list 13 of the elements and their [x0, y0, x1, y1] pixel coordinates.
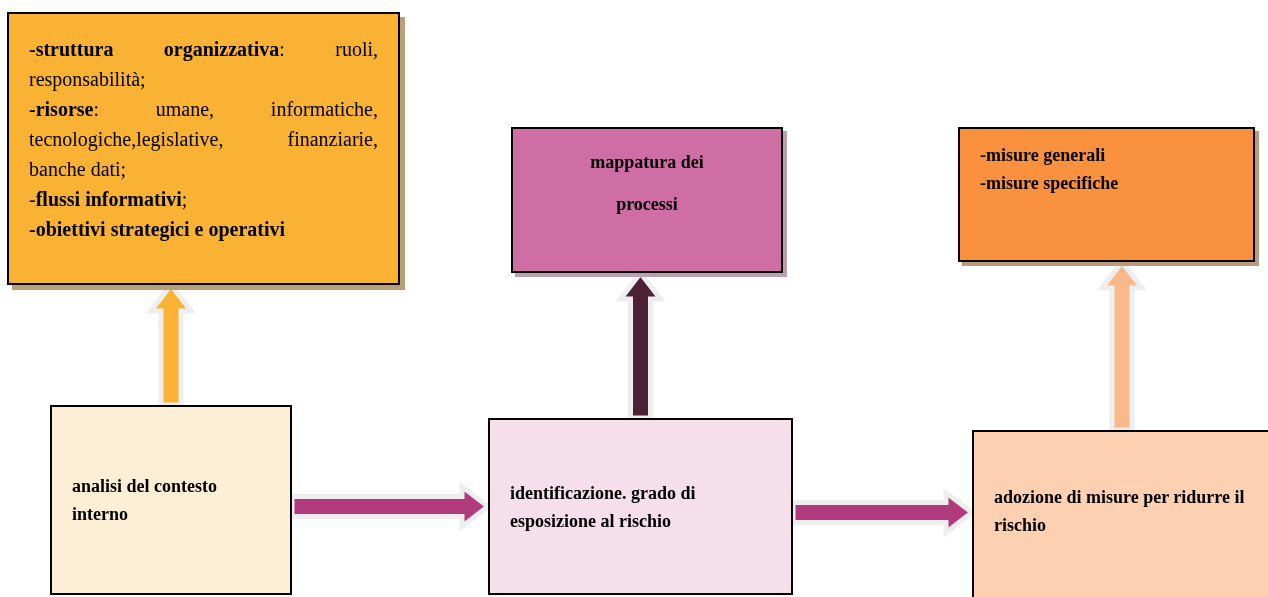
box-text: analisi del contesto interno [72, 475, 218, 526]
box-text: -misure specifiche [980, 172, 1120, 195]
box-text: -struttura organizzativa: ruoli, responsabilità; [29, 37, 378, 93]
box-text: adozione di misure per ridurre il rischio [994, 486, 1246, 537]
process-box [972, 430, 1268, 597]
box-text: -risorse: umane, informatiche, tecnologiche,legislative, finanziarie, banche dati; [29, 97, 378, 182]
box-text: -flussi informativi; [29, 187, 189, 212]
box-text: identificazione. grado di esposizione al rischio [510, 481, 697, 533]
process-box [488, 418, 793, 595]
box-text: -misure generali [980, 144, 1107, 167]
process-box [50, 405, 292, 595]
box-text: mappatura dei processi [589, 151, 705, 216]
box-text: -obiettivi strategici e operativi [29, 217, 287, 243]
